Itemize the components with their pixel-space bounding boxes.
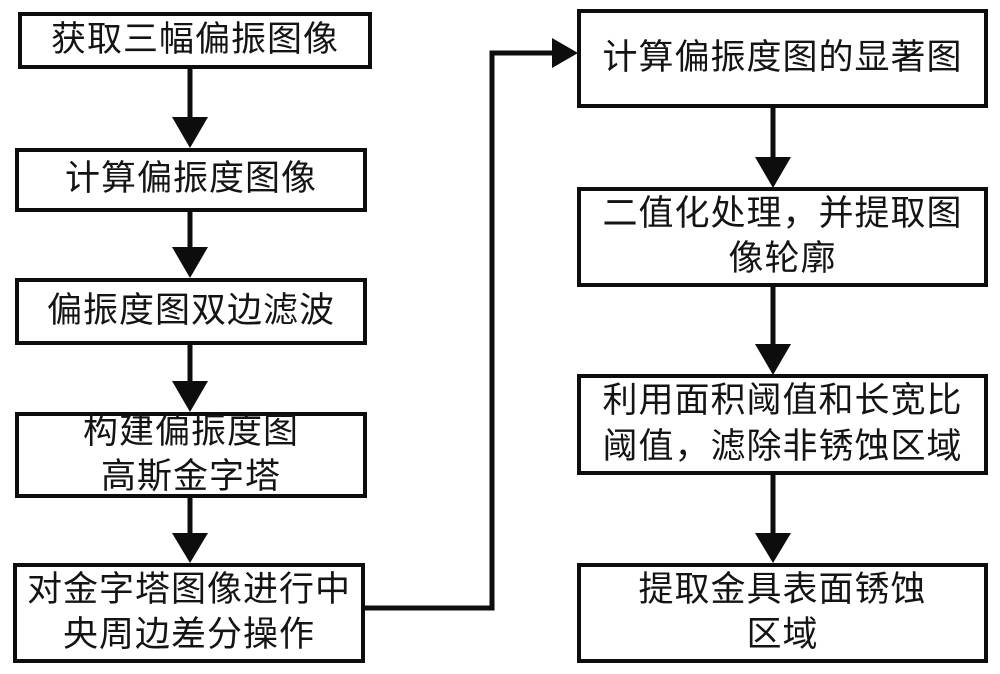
flow-box-saliency-map: 计算偏振度图的显著图 (577, 9, 988, 108)
arrow-filter-to-pyramid (172, 345, 208, 412)
arrow-binarize-to-threshold (755, 287, 791, 375)
arrow-threshold-to-extract (755, 475, 791, 563)
arrow-acquire-to-calc (172, 69, 208, 148)
flow-box-binarize-extract-contours: 二值化处理，并提取图 像轮廓 (577, 187, 988, 287)
connector-difference-to-saliency (365, 38, 578, 611)
flow-box-gaussian-pyramid: 构建偏振度图 高斯金字塔 (15, 412, 367, 498)
flow-box-center-surround-difference: 对金字塔图像进行中 央周边差分操作 (13, 563, 365, 663)
flow-box-area-aspect-threshold-filter: 利用面积阈值和长宽比 阈值，滤除非锈蚀区域 (577, 374, 988, 475)
arrow-pyramid-to-difference (172, 498, 208, 563)
flow-box-calc-polarization-degree-image: 计算偏振度图像 (15, 148, 367, 212)
arrow-calc-to-filter (172, 212, 208, 278)
arrow-saliency-to-binarize (755, 108, 791, 188)
flow-box-bilateral-filter: 偏振度图双边滤波 (15, 278, 367, 345)
flow-box-extract-rust-regions: 提取金具表面锈蚀 区域 (577, 563, 988, 663)
flow-box-acquire-polarization-images: 获取三幅偏振图像 (18, 12, 372, 69)
